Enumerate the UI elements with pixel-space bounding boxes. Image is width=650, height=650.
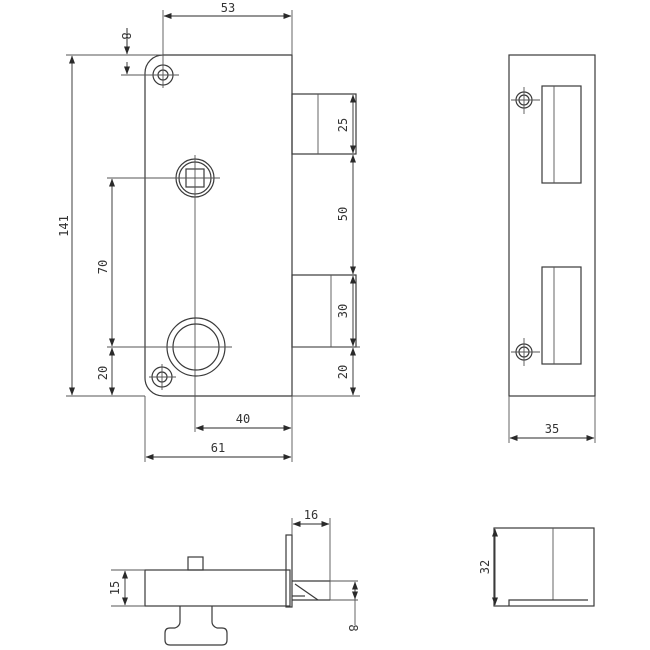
dim-spindle-to-cylinder: 70 [96,260,110,274]
bolt-side: 25 50 30 20 [291,93,360,396]
dim-corner-offset: 8 [119,32,133,39]
lock-body-outline [144,54,293,397]
side-view: 16 15 8 [108,508,360,646]
side-body [144,569,291,607]
dim-strike-width: 35 [545,422,559,436]
latch [291,93,357,155]
dim-strike-height: 32 [478,560,492,574]
dim-latch-projection: 16 [304,508,318,522]
cylinder-hole-icon [107,317,232,377]
dim-total-height: 141 [57,215,71,237]
front-view: 53 8 141 70 20 40 61 [57,1,360,462]
dim-bolt-to-bottom: 20 [336,365,350,379]
dim-bolt-height: 30 [336,304,350,318]
dim-latch-height: 25 [336,118,350,132]
strike-side-outline [493,527,595,607]
strike-side-view: 32 [478,527,595,607]
strike-screw-bottom-icon [511,338,540,366]
screw-hole-bottom-icon [149,364,176,390]
strike-plate-view: 35 [508,54,596,443]
dim-bolt-thickness: 8 [346,624,360,631]
knob [164,606,228,646]
dim-width-top: 53 [221,1,235,15]
dim-body-thickness: 15 [108,581,122,595]
spindle-hub-icon [107,155,220,432]
strike-plate-outline [508,54,596,397]
strike-screw-top-icon [511,87,540,114]
dim-backset: 40 [236,412,250,426]
dim-cylinder-to-bottom: 20 [96,366,110,380]
dim-latch-bolt-gap: 50 [336,207,350,221]
dim-total-width: 61 [211,441,225,455]
screw-hole-top-icon [121,10,179,88]
